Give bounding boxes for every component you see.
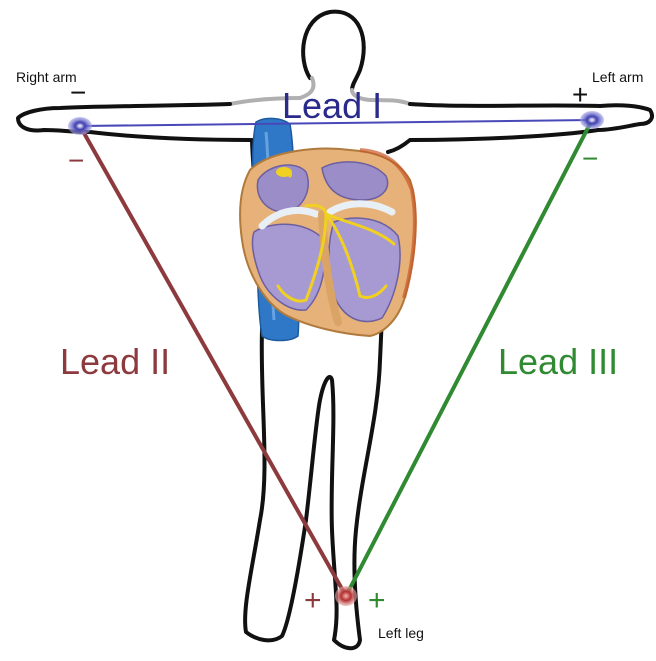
valve-right <box>258 207 320 230</box>
right-arm-label: Right arm <box>16 69 77 85</box>
left-atrium <box>321 161 389 201</box>
head <box>301 9 366 92</box>
shoulders <box>228 96 412 106</box>
left-arm-bottom-polarity: − <box>582 143 598 174</box>
lead-2-line <box>78 125 348 597</box>
right-ventricle <box>251 223 326 311</box>
body-outline <box>16 9 654 651</box>
left-arm-label: Left arm <box>592 69 643 85</box>
right-arm-top-polarity: − <box>70 77 86 108</box>
left-leg-electrode <box>335 586 357 606</box>
left-leg-right-polarity: + <box>368 584 386 617</box>
left-arm-top-polarity: + <box>572 79 588 110</box>
heart-outer-rim <box>359 148 417 299</box>
lead-3-line <box>344 119 594 597</box>
left-arm-electrode <box>580 111 604 129</box>
sa-node <box>276 167 292 177</box>
septum <box>318 210 342 326</box>
left-leg-left-polarity: + <box>304 584 322 617</box>
torso-legs <box>243 138 392 651</box>
arms <box>16 102 654 154</box>
neck <box>298 76 372 102</box>
right-arm-bottom-polarity: − <box>68 145 84 176</box>
valve-left <box>326 200 396 216</box>
lead-1-line <box>79 119 593 127</box>
right-atrium <box>256 164 309 213</box>
right-arm-electrode <box>68 117 92 135</box>
lead-3-label: Lead III <box>498 341 618 382</box>
lead-1-label: Lead I <box>282 85 382 126</box>
lead-2-label: Lead II <box>60 341 170 382</box>
left-leg-label: Left leg <box>378 625 424 641</box>
heart <box>239 147 417 338</box>
